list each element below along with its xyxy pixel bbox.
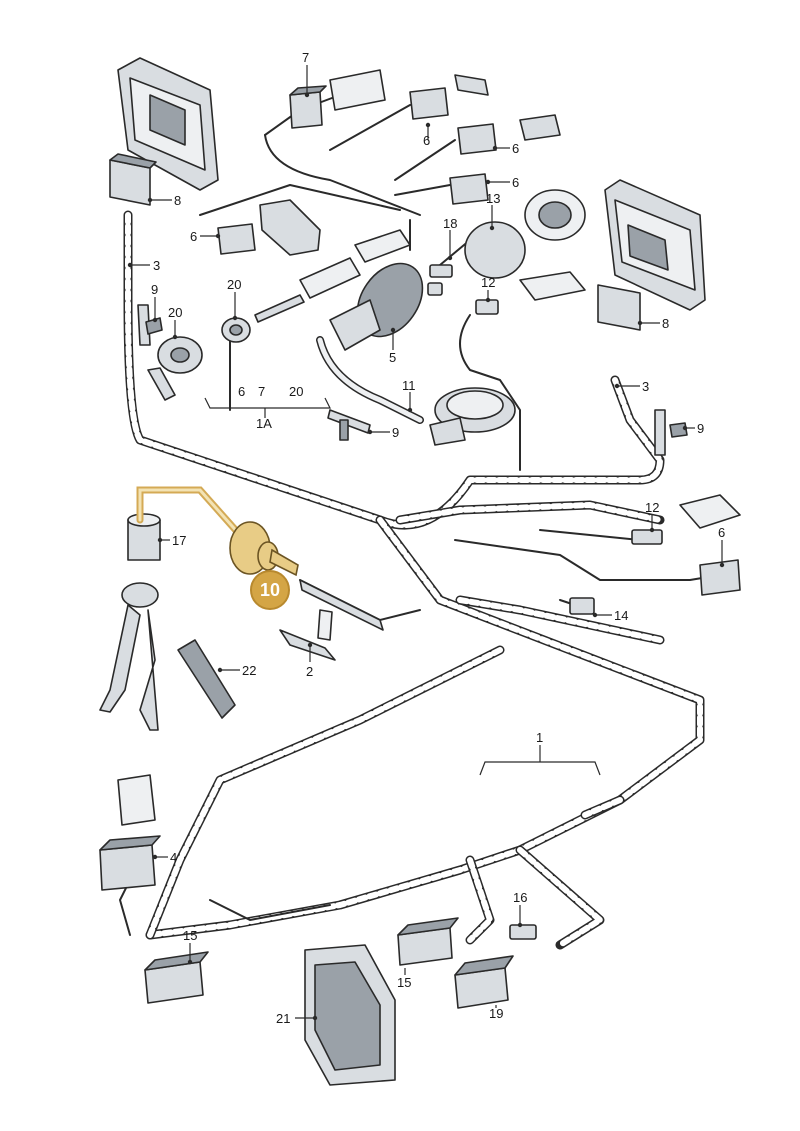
callout-8-right: 8 [662,316,669,331]
callout-1a: 1A [256,416,272,431]
headlamp-right [604,179,706,311]
boot-5 [329,262,424,351]
connector-8-left [109,153,157,206]
callout-17: 17 [172,533,186,548]
connector-15-left [144,951,209,1004]
callout-14: 14 [614,608,628,623]
connector-6-right [699,559,741,596]
connector-7-top [289,69,489,129]
callout-10-badge[interactable]: 10 [250,570,290,610]
callout-16: 16 [513,890,527,905]
clip-9-right [654,409,688,456]
callout-22: 22 [242,663,256,678]
callout-20-a: 20 [227,277,241,292]
callout-6-f: 6 [718,525,725,540]
grommet-tubes [254,229,411,323]
bracket-12-right [631,494,741,545]
connector-15-center [397,917,459,966]
callout-7-b: 7 [258,384,265,399]
callout-3-left: 3 [153,258,160,273]
connector-14 [569,597,595,615]
callout-9-left: 9 [151,282,158,297]
callout-13: 13 [486,191,500,206]
callout-10-label: 10 [260,580,280,600]
lamp-socket-13 [464,189,586,279]
sender-unit-17 [99,513,161,731]
callout-19: 19 [489,1006,503,1021]
connector-12-upper [475,271,586,315]
grommets-20 [147,317,251,401]
connector-19 [454,955,514,1009]
connector-16 [509,924,537,940]
relay-4 [99,774,161,891]
callout-20-c: 20 [289,384,303,399]
callout-6-d: 6 [190,229,197,244]
callout-8-left: 8 [174,193,181,208]
callout-21: 21 [276,1011,290,1026]
callout-7-top: 7 [302,50,309,65]
callout-15-center: 15 [397,975,411,990]
callout-3-right: 3 [642,379,649,394]
callout-5: 5 [389,350,396,365]
connector-18 [427,264,453,296]
callout-6-e: 6 [238,384,245,399]
callout-6-c: 6 [512,175,519,190]
callout-15-left: 15 [183,928,197,943]
callout-1: 1 [536,730,543,745]
callout-6-a: 6 [423,133,430,148]
connector-8-right [597,284,641,331]
horn [429,387,516,446]
fuse-box-21 [304,944,396,1086]
callout-20-b: 20 [168,305,182,320]
callout-labels: 7 6 6 6 8 6 3 13 18 12 8 9 20 20 5 3 11 … [151,50,725,1026]
main-harness [123,210,705,950]
part-10-highlighted[interactable] [136,486,299,577]
callout-11: 11 [402,378,416,393]
callout-12-upper: 12 [481,275,495,290]
clip-9-center [327,409,371,441]
callout-4: 4 [170,850,177,865]
bracket-2 [279,579,384,661]
pad-22 [177,639,236,719]
callout-9-center: 9 [392,425,399,440]
callout-18: 18 [443,216,457,231]
connector-6-cluster [217,87,561,255]
bracket-center-top [259,199,321,256]
callout-6-b: 6 [512,141,519,156]
headlamp-left [117,57,219,191]
hose-11 [316,336,424,424]
callout-9-right: 9 [697,421,704,436]
callout-2: 2 [306,664,313,679]
clip-9-left [137,304,163,346]
leader-lines [127,65,725,1021]
callout-12-right: 12 [645,500,659,515]
